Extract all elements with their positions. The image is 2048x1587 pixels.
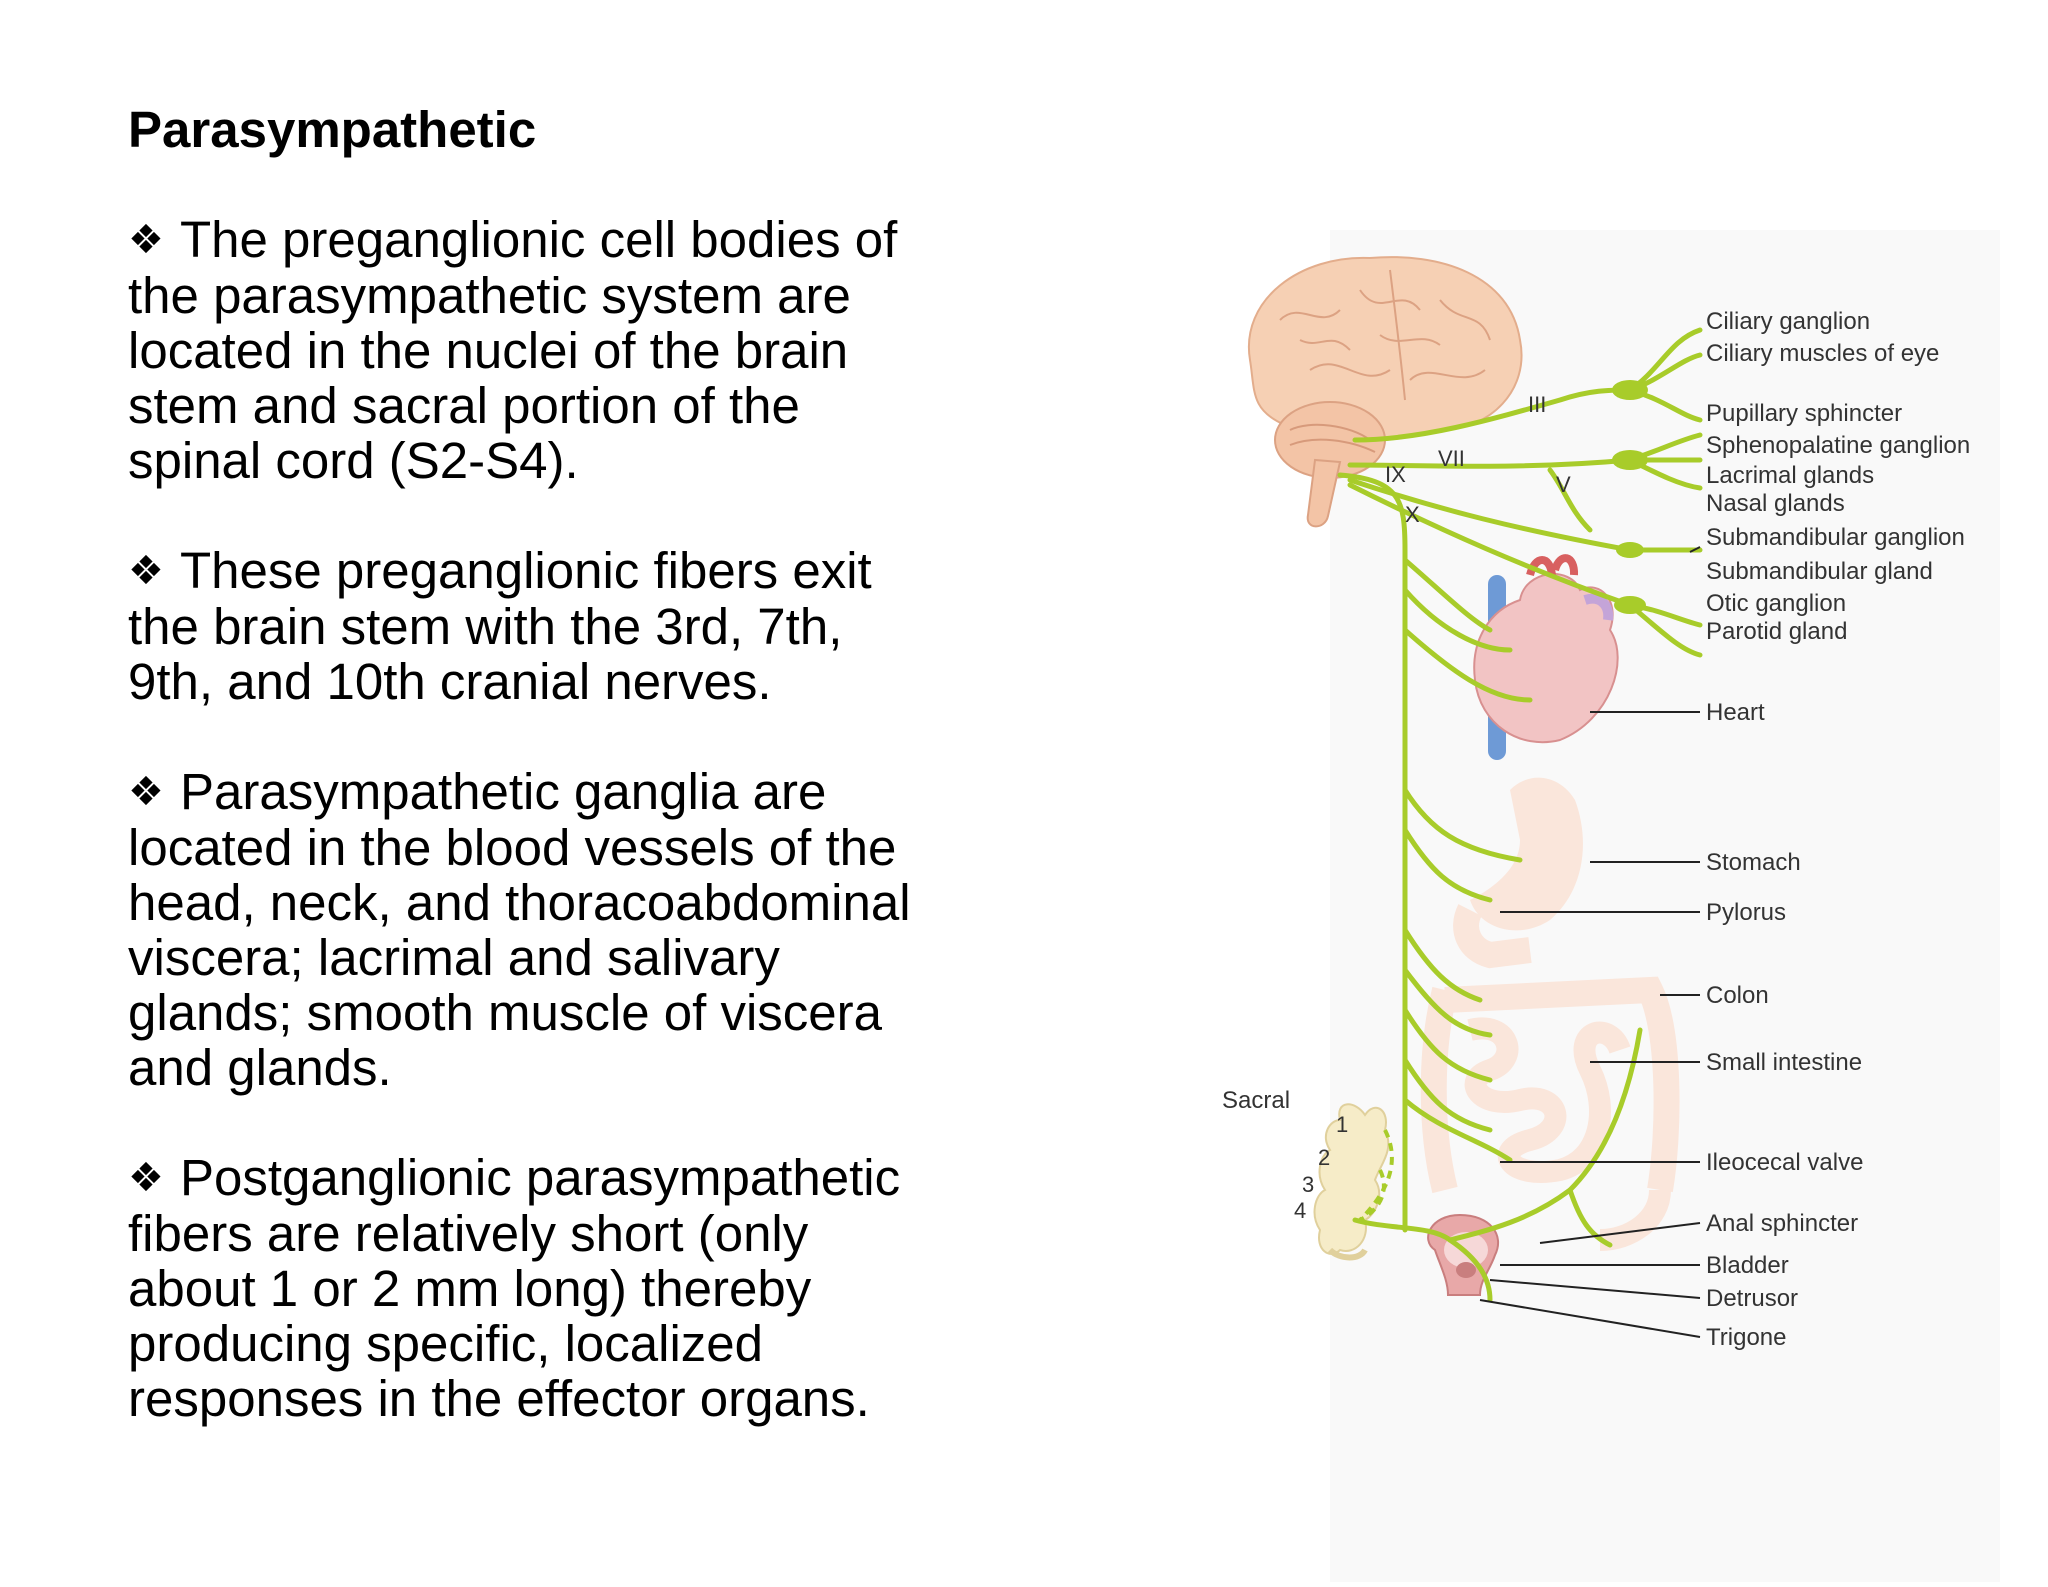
bullet-line: the brain stem with the 3rd, 7th, [128, 598, 843, 655]
bullet-line: stem and sacral portion of the [128, 377, 800, 434]
bullet-point: ❖ Postganglionic parasympathetic fibers a… [128, 1150, 1028, 1426]
label-ciliary-muscles: Ciliary muscles of eye [1706, 340, 1939, 367]
label-submandibular-gland: Submandibular gland [1706, 558, 1933, 585]
bullet-line: and glands. [128, 1039, 392, 1096]
diamond-bullet-icon: ❖ [128, 548, 164, 594]
digestive-illustration [1420, 777, 1680, 1251]
slide-title: Parasympathetic [128, 101, 537, 158]
leader-lines [1479, 546, 1701, 1338]
bullet-line: glands; smooth muscle of viscera [128, 984, 882, 1041]
sacrum-illustration [1313, 1103, 1390, 1261]
bullet-point: ❖ Parasympathetic ganglia are located in … [128, 764, 1028, 1095]
label-pupillary-sphincter: Pupillary sphincter [1706, 400, 1902, 427]
bullet-line: producing specific, localized [128, 1315, 764, 1372]
sacral-dashed-nerves [1358, 1129, 1394, 1222]
label-pylorus: Pylorus [1706, 899, 1786, 926]
label-detrusor: Detrusor [1706, 1285, 1798, 1312]
diamond-bullet-icon: ❖ [128, 1155, 164, 1201]
label-ciliary-ganglion: Ciliary ganglion [1706, 308, 1870, 335]
bullet-line: 9th, and 10th cranial nerves. [128, 653, 772, 710]
bullet-line: responses in the effector organs. [128, 1370, 870, 1427]
nerve-label-v: V [1556, 472, 1571, 497]
sphenopalatine-ganglion-node [1612, 450, 1648, 470]
bullet-line: fibers are relatively short (only [128, 1205, 809, 1262]
label-stomach: Stomach [1706, 849, 1801, 876]
label-ileocecal-valve: Ileocecal valve [1706, 1149, 1863, 1176]
diamond-bullet-icon: ❖ [128, 217, 164, 263]
nerve-label-ix: IX [1385, 462, 1406, 487]
bullet-list: ❖ The preganglionic cell bodies of the pa… [128, 212, 1028, 1481]
organ-labels: Ciliary ganglion Ciliary muscles of eye … [1706, 308, 1970, 1351]
bullet-line: the parasympathetic system are [128, 267, 851, 324]
submandibular-ganglion-node [1616, 542, 1644, 558]
diagram-canvas: III VII IX X V Sacral 1 2 3 4 Ciliary ga… [1222, 230, 2000, 1582]
sacral-number-4: 4 [1294, 1198, 1306, 1223]
bullet-line: The preganglionic cell bodies of [180, 211, 898, 268]
bullet-line: about 1 or 2 mm long) thereby [128, 1260, 812, 1317]
brain-illustration [1247, 256, 1523, 528]
sacral-label: Sacral [1222, 1087, 1290, 1114]
diagram-background [1330, 230, 2000, 1582]
label-colon: Colon [1706, 982, 1769, 1009]
bullet-point: ❖ These preganglionic fibers exit the bra… [128, 543, 1028, 709]
bullet-line: Parasympathetic ganglia are [180, 763, 827, 820]
sacral-number-2: 2 [1318, 1145, 1330, 1170]
label-trigone: Trigone [1706, 1324, 1786, 1351]
diamond-bullet-icon: ❖ [128, 769, 164, 815]
nerve-label-iii: III [1528, 392, 1546, 417]
label-small-intestine: Small intestine [1706, 1049, 1862, 1076]
bullet-line: head, neck, and thoracoabdominal [128, 874, 911, 931]
bullet-line: located in the blood vessels of the [128, 819, 897, 876]
nerve-label-vii: VII [1438, 446, 1465, 471]
ganglia [1612, 380, 1648, 614]
sacral-number-1: 1 [1336, 1112, 1348, 1137]
nerve-label-x: X [1405, 502, 1420, 527]
bullet-point: ❖ The preganglionic cell bodies of the pa… [128, 212, 1028, 488]
parasympathetic-diagram: III VII IX X V Sacral 1 2 3 4 Ciliary ga… [1190, 230, 2000, 1582]
bullet-line: located in the nuclei of the brain [128, 322, 849, 379]
label-parotid-gland: Parotid gland [1706, 618, 1847, 645]
label-sphenopalatine-ganglion: Sphenopalatine ganglion [1706, 432, 1970, 459]
sacral-number-3: 3 [1302, 1172, 1314, 1197]
bullet-line: spinal cord (S2-S4). [128, 432, 579, 489]
label-heart: Heart [1706, 699, 1765, 726]
ciliary-ganglion-node [1612, 380, 1648, 400]
bullet-line: Postganglionic parasympathetic [180, 1149, 901, 1206]
label-bladder: Bladder [1706, 1252, 1789, 1279]
otic-ganglion-node [1614, 596, 1646, 614]
label-nasal-glands: Nasal glands [1706, 490, 1845, 517]
label-submandibular-ganglion: Submandibular ganglion [1706, 524, 1965, 551]
bullet-line: These preganglionic fibers exit [180, 542, 872, 599]
label-lacrimal-glands: Lacrimal glands [1706, 462, 1874, 489]
bullet-line: viscera; lacrimal and salivary [128, 929, 780, 986]
label-otic-ganglion: Otic ganglion [1706, 590, 1846, 617]
label-anal-sphincter: Anal sphincter [1706, 1210, 1858, 1237]
